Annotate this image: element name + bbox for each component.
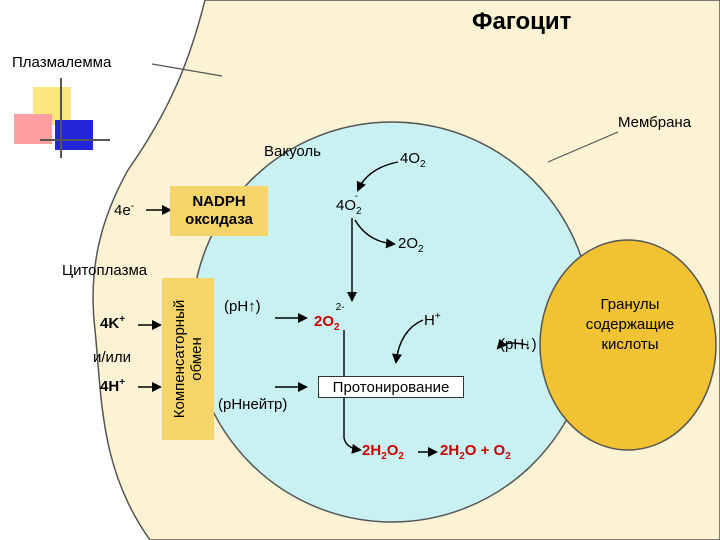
oxidase-label: оксидаза: [185, 211, 253, 228]
oxygen-label: 4O2: [400, 150, 426, 170]
superoxide-label: 4O2-: [336, 191, 362, 217]
peroxide-ion-label: 2O22-: [314, 302, 345, 333]
plasmalemma-pointer: [151, 63, 223, 77]
potassium-ions: 4K+: [100, 314, 126, 332]
nadph-label: NADPH: [192, 193, 246, 210]
nadph-oxidase-box: NADPH оксидаза: [170, 186, 268, 236]
ph-up-label: (pH↑): [224, 298, 261, 315]
or-label: и/или: [93, 349, 132, 366]
hydrogen-ions: 4H+: [100, 377, 126, 395]
arrow-oxygen-out: [354, 219, 396, 249]
proton-label: H+: [424, 311, 441, 329]
oxygen-released-label: 2O2: [398, 235, 424, 255]
membrane-pointer: [547, 131, 619, 163]
granules-line3: кислоты: [601, 336, 659, 353]
membrane-label: Мембрана: [618, 114, 692, 131]
vacuole-label: Вакуоль: [264, 143, 321, 160]
ph-down-label: (pH↓): [500, 336, 537, 353]
acid-granule: [539, 239, 717, 451]
decorative-logo: [14, 78, 110, 158]
plasmalemma-label: Плазмалемма: [12, 54, 112, 71]
decomposition-products-label: 2H2O + O2: [440, 442, 511, 462]
electrons-label: 4e-: [114, 201, 135, 219]
cytoplasm-label: Цитоплазма: [62, 262, 148, 279]
arrow-proton: [392, 319, 424, 364]
diagram-title: Фагоцит: [472, 8, 572, 35]
arrow-granule: [496, 338, 529, 350]
exchange-label: обмен: [188, 337, 206, 381]
granules-line2: содержащие: [585, 316, 675, 333]
protonation-box: Протонирование: [318, 376, 464, 398]
compensatory-exchange-box: Компенсаторный обмен: [162, 278, 214, 440]
granules-line1: Гранулы: [600, 296, 660, 313]
arrow-to-peroxide: [343, 330, 362, 454]
vacuole: [191, 121, 593, 523]
hydrogen-peroxide-label: 2H2O2: [362, 442, 404, 462]
compensatory-label: Компенсаторный: [171, 299, 189, 419]
granules-label: Гранулы содержащие кислоты: [566, 292, 694, 358]
ph-neutral-label: (pHнейтр): [218, 396, 288, 413]
arrow-oxygen-in: [356, 161, 399, 192]
